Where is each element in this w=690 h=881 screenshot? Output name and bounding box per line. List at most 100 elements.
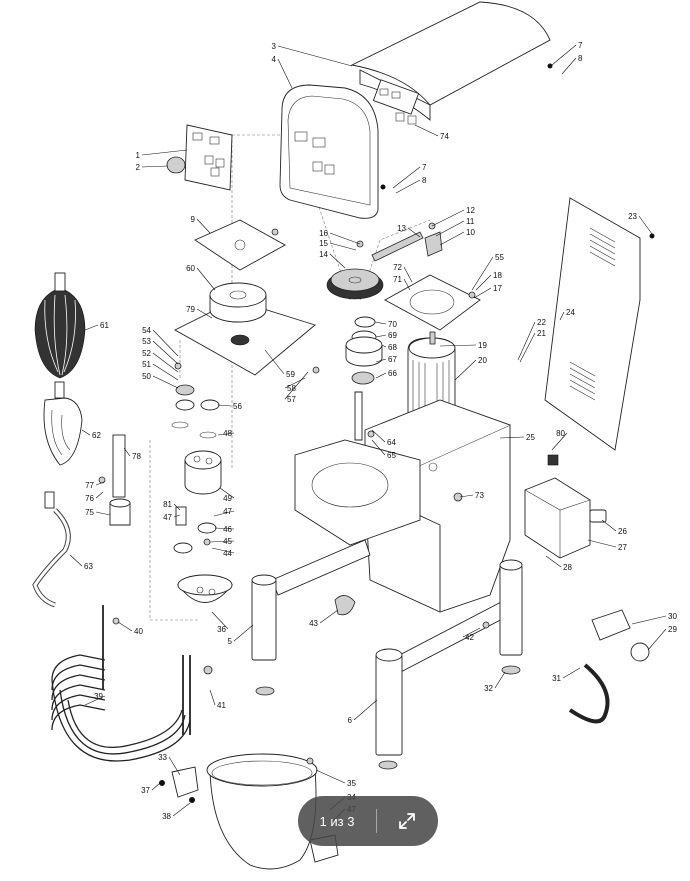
callout-leader-line: [375, 372, 387, 379]
callout-leader-line: [69, 554, 83, 567]
part-number-label: 64: [387, 438, 396, 447]
bowl-part: [171, 595, 356, 870]
callout-leader-line: [284, 371, 309, 400]
callout-leader-line: [152, 329, 179, 357]
part-number-label: 32: [484, 684, 493, 693]
part-number-label: 77: [85, 481, 94, 490]
part-number-label: 57: [287, 395, 296, 404]
callout-leader-line: [561, 57, 577, 75]
part-number-label: 56: [233, 402, 242, 411]
part-number-label: 53: [142, 337, 151, 346]
callout-leader-line: [141, 165, 169, 168]
callout-leader-line: [319, 609, 339, 624]
part-number-label: 61: [100, 321, 109, 330]
part-number-label: 41: [217, 701, 226, 710]
callout-leader-line: [647, 628, 667, 651]
part-number-label: 58: [287, 384, 296, 393]
part-number-label: 59: [286, 370, 295, 379]
callout-leader-line: [403, 266, 413, 283]
callout-leader-line: [172, 802, 191, 817]
part-number-label: 38: [162, 812, 171, 821]
callout-leader-line: [375, 358, 387, 363]
part-number-label: 46: [223, 525, 232, 534]
dough-hook-part: [32, 491, 71, 608]
callout-leader-line: [329, 232, 361, 245]
part-number-label: 66: [388, 369, 397, 378]
callout-leader-line: [381, 344, 387, 348]
callout-leader-line: [407, 227, 421, 238]
callout-leader-line: [638, 215, 653, 235]
part-number-label: 19: [478, 341, 487, 350]
callout-leader-line: [81, 429, 91, 436]
part-number-label: 70: [388, 320, 397, 329]
part-number-label: 60: [186, 264, 195, 273]
callout-leader-line: [152, 363, 179, 381]
callout-leader-line: [631, 615, 667, 625]
part-number-label: 9: [191, 215, 196, 224]
part-number-label: 50: [142, 372, 151, 381]
part-number-label: 3: [272, 42, 277, 51]
part-number-label: 68: [388, 343, 397, 352]
part-number-label: 22: [537, 318, 546, 327]
part-number-label: 11: [466, 217, 475, 226]
pulley-part: [209, 282, 267, 346]
part-number-label: 49: [223, 494, 232, 503]
callout-leader-line: [403, 278, 411, 291]
part-number-label: 23: [628, 212, 637, 221]
part-number-label: 51: [142, 360, 151, 369]
part-number-label: 52: [142, 349, 151, 358]
callout-leader-line: [84, 695, 106, 706]
part-number-label: 63: [84, 562, 93, 571]
part-number-label: 78: [132, 452, 141, 461]
part-number-label: 7: [422, 163, 427, 172]
part-number-label: 79: [186, 305, 195, 314]
callout-leader-line: [551, 432, 568, 451]
part-number-label: 71: [393, 275, 402, 284]
callout-leader-line: [117, 621, 133, 632]
callout-leader-line: [375, 334, 387, 338]
callout-leader-line: [214, 527, 235, 530]
top-cover-part: [350, 1, 551, 125]
part-number-label: 15: [319, 239, 328, 248]
callout-leader-line: [494, 671, 506, 689]
part-number-label: 45: [223, 537, 232, 546]
callout-leader-line: [196, 218, 211, 234]
callout-leader-line: [151, 782, 161, 791]
part-number-label: 74: [440, 132, 449, 141]
part-number-label: 73: [475, 491, 484, 500]
callout-leader-line: [211, 611, 229, 630]
part-number-label: 12: [466, 206, 475, 215]
part-number-label: 47: [163, 513, 172, 522]
electrical-box-part: [524, 454, 650, 724]
callout-leader-line: [315, 769, 346, 784]
part-number-label: 8: [422, 176, 427, 185]
callout-leader-line: [462, 627, 481, 638]
part-number-label: 47: [223, 507, 232, 516]
callout-leader-line: [217, 404, 232, 407]
part-number-label: 37: [141, 786, 150, 795]
callout-leader-line: [395, 179, 421, 194]
callout-leader-line: [233, 624, 254, 642]
callout-leader-line: [499, 436, 525, 439]
expand-button[interactable]: [377, 796, 437, 846]
part-number-label: 43: [309, 619, 318, 628]
part-number-label: 6: [348, 716, 353, 725]
part-number-label: 65: [387, 451, 396, 460]
part-number-label: 39: [94, 692, 103, 701]
page-viewer-toolbar: 1 из 3: [298, 796, 438, 846]
callout-leader-line: [141, 149, 188, 156]
expand-icon: [399, 813, 415, 829]
callout-leader-line: [374, 321, 387, 325]
part-number-label: 40: [134, 627, 143, 636]
part-number-label: 31: [552, 674, 561, 683]
part-number-label: 2: [136, 163, 141, 172]
callout-leader-line: [414, 124, 439, 137]
control-panel-part: [166, 124, 233, 191]
part-number-label: 67: [388, 355, 397, 364]
callout-leader-line: [196, 267, 216, 291]
callout-leader-line: [519, 332, 536, 363]
callout-leader-line: [329, 253, 346, 269]
callout-leader-line: [353, 699, 378, 721]
callout-leader-line: [371, 429, 386, 443]
